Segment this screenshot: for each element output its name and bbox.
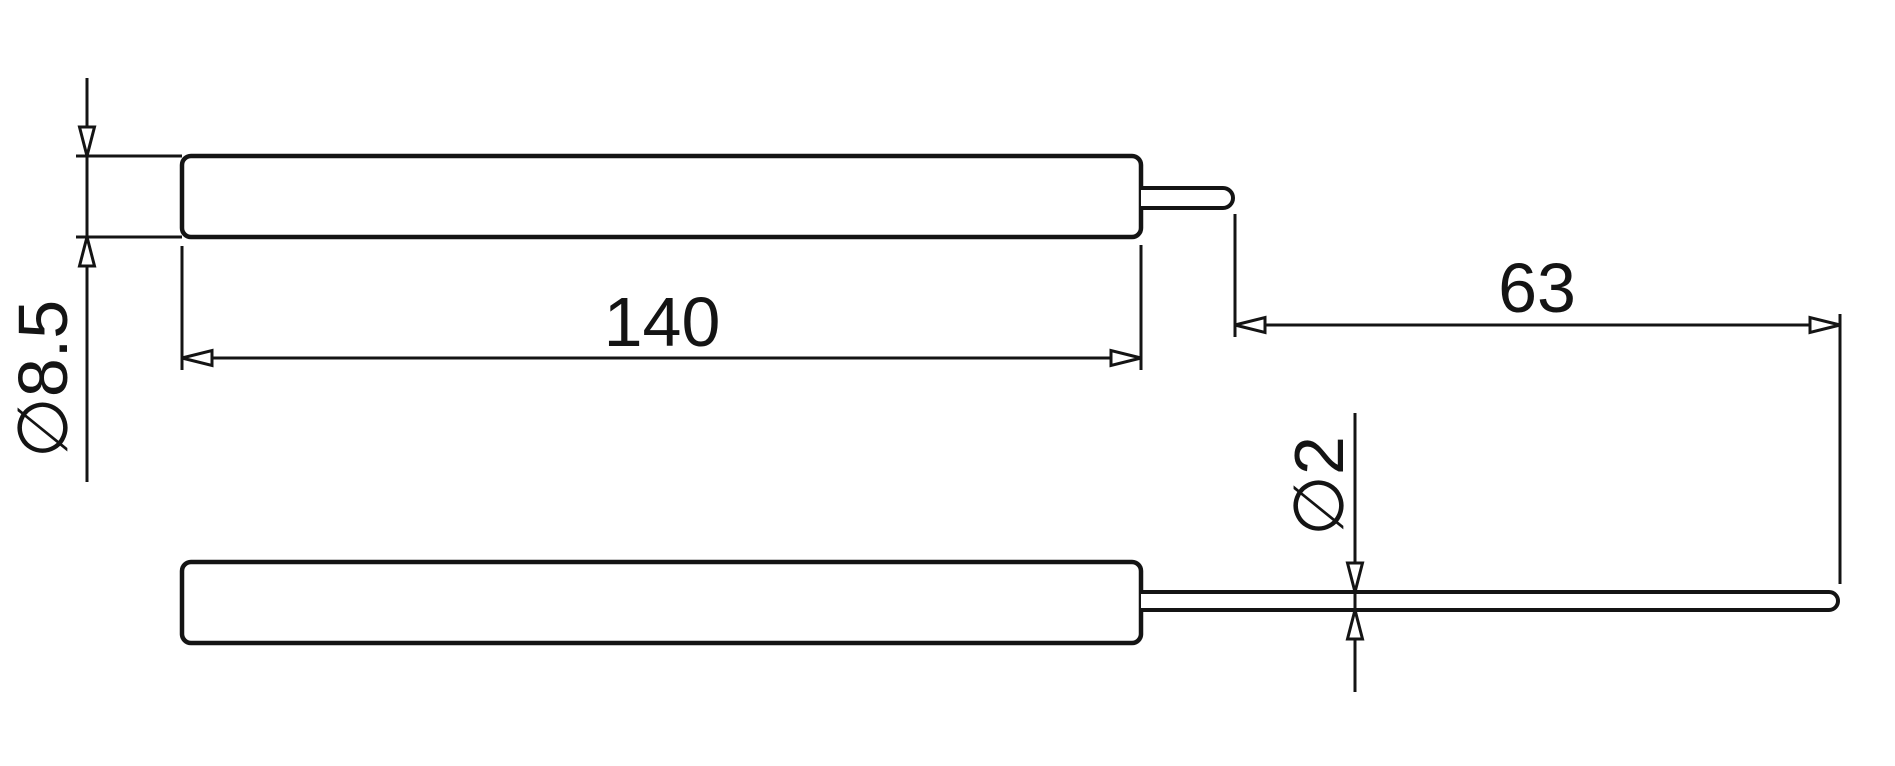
body-length-label: 140 [604,283,721,361]
lead-length-label: 63 [1498,249,1576,327]
arrowhead-right-icon [1109,348,1142,368]
top-lead-pin [1141,186,1235,210]
dimension-labels: ∅8.5 140 63 ∅2 [4,249,1576,536]
bottom-lead-wire [1141,590,1840,612]
arrowhead-down-icon [1345,561,1365,598]
arrowhead-up-icon [1345,604,1365,641]
arrowhead-right-icon [1808,315,1841,335]
arrowhead-left-icon [1234,315,1267,335]
drawing-linework [76,78,1842,692]
top-body-outline [179,153,1144,240]
bottom-body-outline [179,559,1144,646]
arrowhead-left-icon [181,348,214,368]
body-diameter-label: ∅8.5 [4,300,82,458]
arrowhead-up-icon [77,231,97,268]
arrowhead-down-icon [77,125,97,162]
lead-diameter-label: ∅2 [1280,436,1358,536]
